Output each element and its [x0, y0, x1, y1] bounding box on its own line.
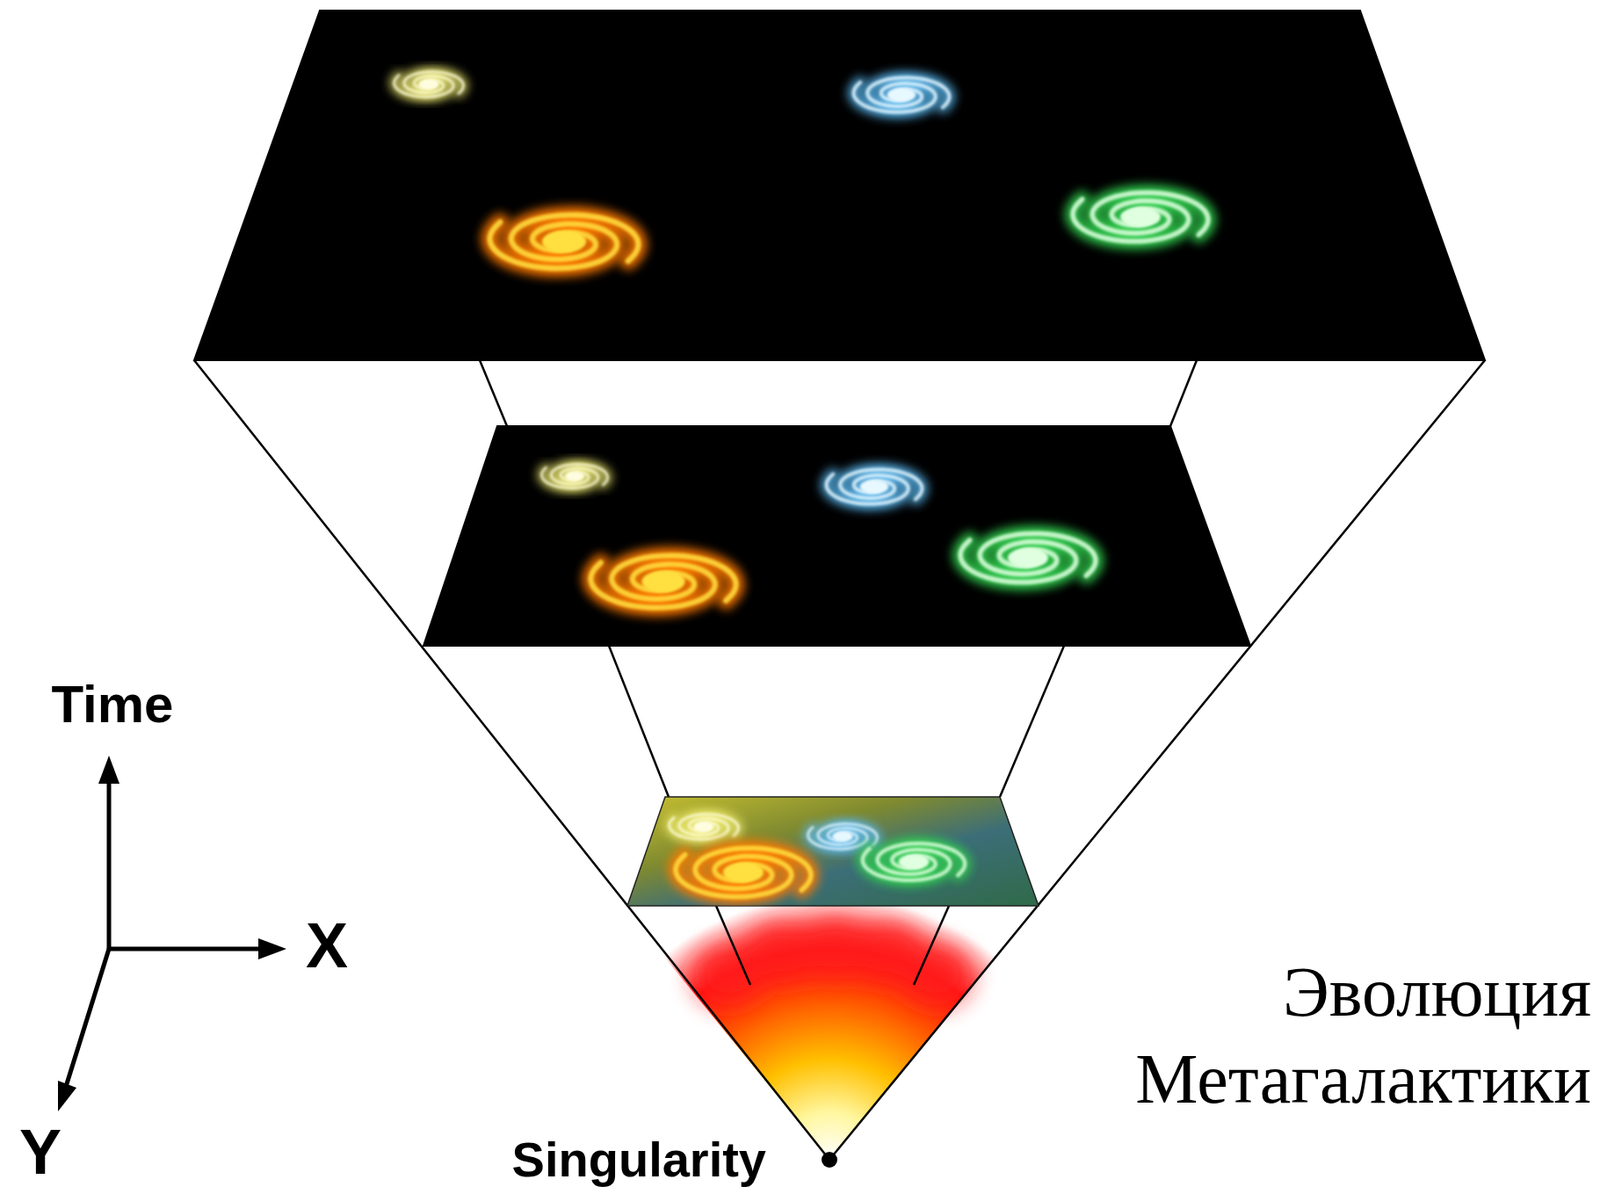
- galaxies: [394, 72, 1209, 609]
- early-galaxies: [669, 814, 966, 898]
- spiral-galaxy: [854, 77, 950, 112]
- galaxy-arm: [839, 469, 922, 500]
- galaxy-core: [1120, 207, 1161, 228]
- cone-lines: [194, 360, 1485, 1160]
- spiral-galaxy: [675, 847, 811, 897]
- spiral-galaxy: [1072, 192, 1209, 241]
- spiral-galaxy: [960, 533, 1096, 582]
- galaxy-arm: [818, 824, 878, 847]
- singularity-point: [821, 1151, 838, 1168]
- axes: [65, 777, 264, 1090]
- galaxy-arm: [404, 72, 464, 95]
- galaxy-core: [542, 230, 587, 253]
- galaxy-core: [832, 831, 854, 842]
- galaxy-arm: [550, 464, 608, 486]
- galaxy-arm: [877, 843, 966, 876]
- spiral-galaxy: [590, 555, 736, 608]
- galaxy-core: [641, 571, 685, 594]
- galaxy-core: [898, 854, 930, 869]
- galaxy-core: [1007, 548, 1049, 569]
- axis-label: X: [295, 913, 359, 978]
- galaxy-core: [887, 87, 916, 102]
- galaxy-arm: [979, 533, 1096, 576]
- galaxy-arm: [867, 77, 949, 108]
- galaxy-core: [693, 821, 715, 833]
- caption: Эволюция Метагалактики: [993, 948, 1592, 1123]
- galaxy-core: [418, 79, 440, 90]
- galaxy-arm: [511, 215, 639, 262]
- galaxy-arm: [695, 847, 811, 891]
- axis-label: Y: [12, 1120, 69, 1184]
- axis-arrowheads: [57, 755, 287, 1112]
- early-universe-plane: [627, 796, 1039, 906]
- galaxy-core: [860, 479, 889, 494]
- galaxy-arm: [611, 555, 736, 601]
- late-universe-plane: [194, 10, 1485, 361]
- spiral-galaxy: [489, 215, 638, 269]
- spiral-galaxy: [541, 464, 608, 489]
- glow-cloud: [694, 918, 971, 1007]
- middle-universe-plane: [423, 426, 1251, 646]
- spiral-galaxy: [669, 814, 739, 840]
- axis-label: Time: [50, 678, 174, 732]
- galaxy-core: [564, 470, 585, 481]
- spiral-galaxy: [826, 469, 923, 504]
- galaxy-arm: [679, 814, 739, 837]
- galaxy-core: [723, 862, 764, 884]
- galaxy-arm: [1092, 192, 1209, 235]
- spiral-galaxy: [394, 72, 464, 97]
- spiral-galaxy: [862, 843, 965, 881]
- point-label: Singularity: [456, 1135, 767, 1185]
